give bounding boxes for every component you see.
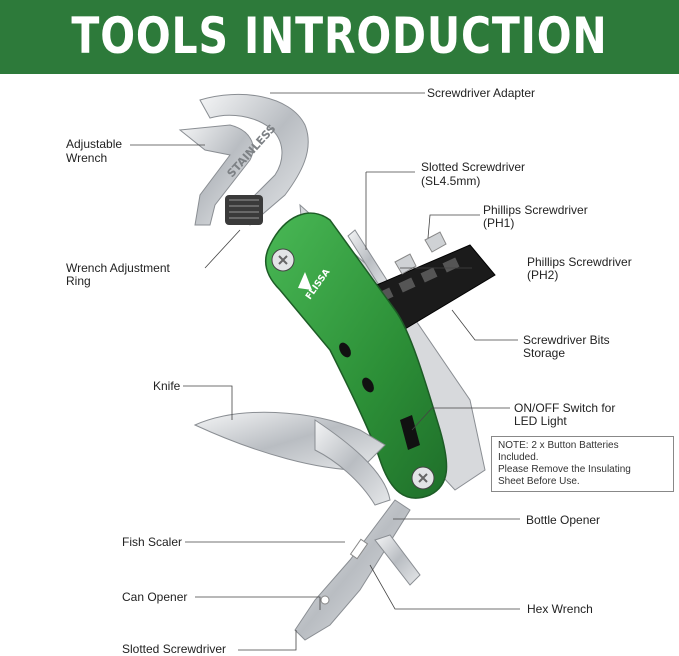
label-adjustable-wrench-line2: Wrench [66,151,108,165]
hex-wrench [374,534,421,586]
label-can-opener: Can Opener [122,590,188,604]
green-handle [264,212,448,499]
adjustable-wrench: STAINLESS [178,93,309,226]
note-line: Sheet Before Use. [498,476,580,487]
label-switch-line1: ON/OFF Switch for [514,401,616,415]
label-wrench-ring-line1: Wrench Adjustment [66,261,170,275]
label-wrench-ring-line2: Ring [66,274,91,288]
page-title: TOOLS INTRODUCTION [71,7,608,65]
label-slotted-screwdriver-top-line1: Slotted Screwdriver [421,160,526,174]
label-phillips-ph1-line2: (PH1) [483,216,515,230]
note-line: Included. [498,452,539,463]
phillips-bit-ph1 [424,231,447,253]
multi-tool-arm [294,499,411,641]
label-phillips-ph2-line1: Phillips Screwdriver [527,255,632,269]
label-slotted-screwdriver-top-line2: (SL4.5mm) [421,174,481,188]
label-knife: Knife [153,379,181,393]
label-slotted-screwdriver-bottom: Slotted Screwdriver [122,642,227,656]
label-switch-line2: LED Light [514,414,567,428]
brand-logo-icon [298,272,312,290]
led-switch [400,415,420,450]
label-bits-storage-line1: Screwdriver Bits [523,333,610,347]
battery-note: NOTE: 2 x Button Batteries Included. Ple… [491,436,674,492]
phillips-bit-ph2 [394,253,417,275]
label-bottle-opener: Bottle Opener [526,513,601,527]
label-phillips-ph1-line1: Phillips Screwdriver [483,203,588,217]
note-line: NOTE: 2 x Button Batteries [498,440,619,451]
note-line: Please Remove the Insulating [498,464,631,475]
label-phillips-ph2-line2: (PH2) [527,268,559,282]
label-hex-wrench: Hex Wrench [527,602,593,616]
label-adjustable-wrench-line1: Adjustable [66,137,123,151]
title-banner: TOOLS INTRODUCTION [0,0,679,74]
label-fish-scaler: Fish Scaler [122,535,183,549]
label-screwdriver-adapter: Screwdriver Adapter [427,86,536,100]
label-bits-storage-line2: Storage [523,346,566,360]
